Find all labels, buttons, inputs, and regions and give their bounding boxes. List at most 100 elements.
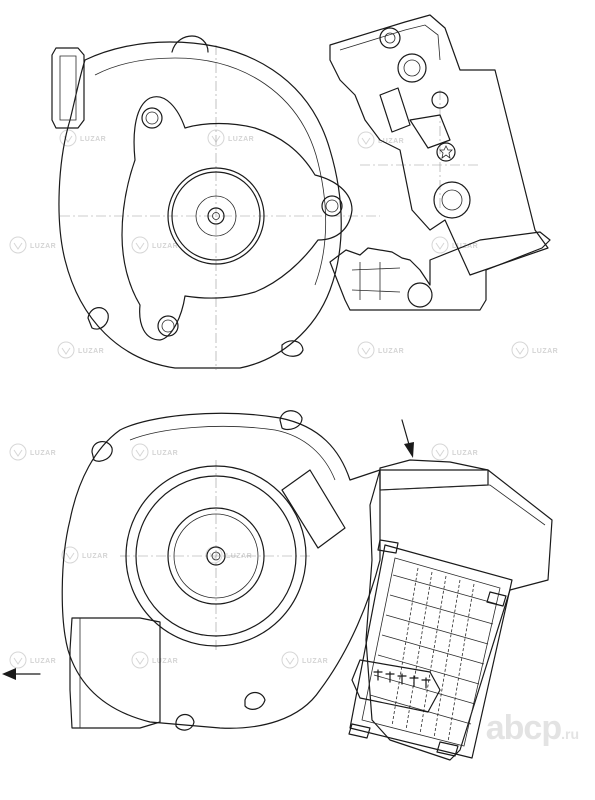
site-name: abcp bbox=[485, 709, 562, 747]
svg-text:LUZAR: LUZAR bbox=[378, 138, 404, 145]
actuator-housing-inner bbox=[339, 24, 441, 61]
actuator-pin-top bbox=[379, 27, 401, 49]
compressor-disc-outer bbox=[125, 465, 307, 647]
actuator-tab-1 bbox=[377, 539, 399, 554]
shaft-nut bbox=[207, 207, 225, 225]
turbine-housing-inner bbox=[129, 425, 336, 481]
site-domain: .ru bbox=[561, 726, 579, 742]
outlet-arrow bbox=[2, 668, 41, 680]
svg-text:LUZAR: LUZAR bbox=[452, 450, 478, 457]
bottom-view bbox=[2, 410, 553, 761]
volute-inner bbox=[94, 57, 327, 286]
compressor-disc-bore bbox=[173, 513, 259, 599]
site-watermark: abcp.ru bbox=[486, 709, 579, 748]
watermark-17: LUZAR bbox=[281, 651, 328, 669]
watermark-5: LUZAR bbox=[131, 236, 178, 254]
watermark-10: LUZAR bbox=[9, 443, 56, 461]
svg-text:LUZAR: LUZAR bbox=[30, 658, 56, 665]
actuator-lower-boss bbox=[433, 181, 471, 219]
top-boss bbox=[171, 35, 209, 53]
watermark-3: LUZAR bbox=[357, 131, 404, 149]
watermark-16: LUZAR bbox=[131, 651, 178, 669]
linkage-rod bbox=[379, 87, 411, 133]
actuator-body bbox=[365, 469, 553, 761]
svg-text:LUZAR: LUZAR bbox=[378, 348, 404, 355]
bolt-hole-bottom-inner bbox=[161, 319, 175, 333]
bottom-foot-right bbox=[281, 340, 304, 357]
watermark-13: LUZAR bbox=[61, 546, 108, 564]
compressor-shaft bbox=[211, 551, 221, 561]
svg-text:LUZAR: LUZAR bbox=[152, 243, 178, 250]
watermark-layer: LUZAR LUZAR LUZAR LUZAR LUZAR LUZAR LUZA… bbox=[9, 129, 558, 669]
torx-screw bbox=[436, 142, 456, 162]
svg-text:LUZAR: LUZAR bbox=[78, 348, 104, 355]
connector-pins bbox=[373, 669, 431, 689]
actuator-cover-inner bbox=[361, 557, 501, 747]
watermark-15: LUZAR bbox=[9, 651, 56, 669]
svg-text:LUZAR: LUZAR bbox=[226, 553, 252, 560]
svg-text:LUZAR: LUZAR bbox=[228, 136, 254, 143]
actuator-pivot-inner bbox=[403, 59, 421, 77]
inlet-arrow bbox=[401, 419, 414, 458]
top-view bbox=[51, 14, 551, 370]
watermark-14: LUZAR bbox=[205, 546, 252, 564]
watermark-11: LUZAR bbox=[131, 443, 178, 461]
svg-text:LUZAR: LUZAR bbox=[152, 450, 178, 457]
compressor-disc-ring bbox=[135, 475, 297, 637]
svg-text:LUZAR: LUZAR bbox=[82, 553, 108, 560]
actuator-cover bbox=[349, 544, 513, 759]
top-lug-left bbox=[91, 441, 113, 462]
outlet-pipe bbox=[69, 617, 161, 729]
actuator-pin-top-inner bbox=[384, 32, 396, 44]
linkage-plate bbox=[409, 114, 451, 149]
cover-grid bbox=[369, 567, 498, 743]
watermark-12: LUZAR bbox=[431, 443, 478, 461]
shaft-center bbox=[212, 212, 220, 220]
svg-text:LUZAR: LUZAR bbox=[532, 348, 558, 355]
svg-text:LUZAR: LUZAR bbox=[80, 136, 106, 143]
bolt-hole-right bbox=[321, 195, 343, 217]
watermark-7: LUZAR bbox=[57, 341, 104, 359]
svg-text:LUZAR: LUZAR bbox=[30, 450, 56, 457]
actuator-top-face bbox=[379, 484, 546, 526]
electronic-actuator bbox=[348, 469, 553, 761]
bolt-hole-top-inner bbox=[145, 111, 159, 125]
svg-text:LUZAR: LUZAR bbox=[152, 658, 178, 665]
actuator-lower-boss-inner bbox=[441, 189, 463, 211]
svg-text:LUZAR: LUZAR bbox=[302, 658, 328, 665]
inlet-flange-inner bbox=[59, 55, 77, 121]
svg-text:LUZAR: LUZAR bbox=[30, 243, 56, 250]
bracket-hatch bbox=[351, 262, 401, 300]
actuator-tab-3 bbox=[348, 723, 371, 739]
shaft-boss bbox=[195, 195, 237, 237]
hub-ring bbox=[171, 171, 261, 261]
actuator-housing bbox=[329, 14, 549, 276]
mounting-plate bbox=[121, 96, 353, 341]
oil-tube bbox=[281, 469, 346, 549]
turbine-housing bbox=[61, 412, 381, 729]
watermark-9: LUZAR bbox=[511, 341, 558, 359]
bracket-hole bbox=[407, 282, 433, 308]
watermark-4: LUZAR bbox=[9, 236, 56, 254]
inlet-flange bbox=[51, 47, 85, 129]
actuator-tab-2 bbox=[486, 591, 507, 607]
bolt-hole-top bbox=[141, 107, 163, 129]
bottom-lug-left bbox=[175, 713, 195, 731]
bolt-hole-right-inner bbox=[325, 199, 339, 213]
compressor-nut bbox=[206, 546, 226, 566]
top-lug-right bbox=[279, 410, 303, 431]
watermark-2: LUZAR bbox=[207, 129, 254, 147]
watermark-8: LUZAR bbox=[357, 341, 404, 359]
actuator-pivot bbox=[397, 53, 427, 83]
actuator-pin-mid bbox=[431, 91, 449, 109]
bottom-foot-left bbox=[87, 307, 109, 330]
compressor-disc-inner bbox=[167, 507, 265, 605]
bottom-lug-right bbox=[244, 691, 266, 710]
hub-outer bbox=[167, 167, 265, 265]
electrical-connector bbox=[351, 659, 441, 713]
actuator-bracket bbox=[329, 231, 551, 311]
actuator-tab-4 bbox=[436, 741, 459, 757]
bolt-hole-bottom bbox=[157, 315, 179, 337]
volute-outline bbox=[58, 41, 342, 369]
